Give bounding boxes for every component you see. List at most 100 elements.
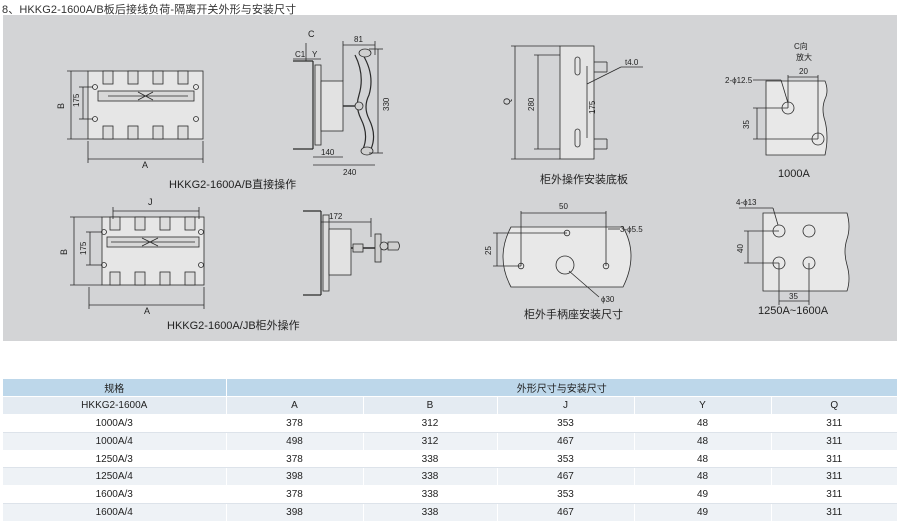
dim-35a-label: 35 [742,120,751,129]
hole-13-label: 4-ϕ13 [736,198,757,207]
model-cell: HKKG2-1600A [3,396,227,416]
enlarge-label: 放大 [796,52,812,62]
side-view-external: 172 [303,210,400,296]
value-cell: 311 [771,503,898,522]
handle-base-view: 50 25 3-ϕ5.5 ϕ30 [484,202,643,304]
value-cell: 311 [771,485,898,505]
value-cell: 398 [226,503,364,522]
value-cell: 48 [634,450,772,469]
spec-cell: 1000A/3 [3,414,227,433]
dim-35b-label: 35 [789,292,798,301]
hole-125-label: 2-ϕ12.5 [725,76,753,85]
value-cell: 312 [363,432,498,451]
table-row: 1600A/4 398 338 467 49 311 [3,503,898,522]
front-view-direct: B 175 A [56,70,204,170]
dim-240-label: 240 [343,168,357,177]
dim-a-label: A [142,160,148,170]
table-column-row: HKKG2-1600A A B J Y Q [3,396,898,416]
value-cell: 338 [363,467,498,487]
table-row: 1600A/3 378 338 353 49 311 [3,485,898,505]
col-a-header: A [226,396,364,416]
col-b-header: B [363,396,498,416]
spec-table: 规格 外形尺寸与安装尺寸 HKKG2-1600A A B J Y Q 1000A… [3,379,898,522]
value-cell: 311 [771,414,898,433]
col-q-header: Q [771,396,898,416]
value-cell: 338 [363,450,498,469]
value-cell: 378 [226,485,364,505]
value-cell: 48 [634,414,772,433]
dim-b-label: B [56,103,66,109]
technical-drawings: B 175 A C C1 [56,29,850,316]
spec-cell: 1000A/4 [3,432,227,451]
dim-175b-label: 175 [588,100,597,114]
dim-c1-label: C1 [295,50,306,59]
dim-175-label: 175 [72,93,81,107]
dims-header: 外形尺寸与安装尺寸 [226,379,898,398]
value-cell: 311 [771,467,898,487]
dim-25-label: 25 [484,246,493,255]
value-cell: 467 [497,432,635,451]
value-cell: 498 [226,432,364,451]
dim-t40-label: t4.0 [625,58,639,67]
caption-external-operation: HKKG2-1600A/JB柜外操作 [167,320,300,332]
col-y-header: Y [634,396,772,416]
front-view-external: J B 175 A [59,197,205,316]
caption-base-plate: 柜外操作安装底板 [540,174,628,186]
dim-a2-label: A [144,306,150,316]
value-cell: 353 [497,414,635,433]
c-direction-1250a: 4-ϕ13 40 35 [736,198,850,305]
dim-j-label: J [148,197,153,207]
dim-20-label: 20 [799,67,808,76]
value-cell: 311 [771,450,898,469]
dim-280-label: 280 [527,97,536,111]
caption-1250a-1600a: 1250A~1600A [758,305,829,317]
caption-handle-base: 柜外手柄座安装尺寸 [524,309,623,321]
value-cell: 398 [226,467,364,487]
table-row: 1250A/3 378 338 353 48 311 [3,450,898,469]
spec-cell: 1250A/3 [3,450,227,469]
page-heading: 8、HKKG2-1600A/B板后接线负荷-隔离开关外形与安装尺寸 [2,4,297,16]
value-cell: 338 [363,485,498,505]
value-cell: 48 [634,432,772,451]
dim-d30-label: ϕ30 [601,295,615,304]
value-cell: 312 [363,414,498,433]
dim-c-label: C [308,29,315,39]
dim-q-label: Q [502,98,512,105]
table-row: 1000A/3 378 312 353 48 311 [3,414,898,433]
dim-140-label: 140 [321,148,335,157]
value-cell: 48 [634,467,772,487]
table-row: 1000A/4 498 312 467 48 311 [3,432,898,451]
dim-81-label: 81 [354,35,363,44]
dim-330-label: 330 [382,97,391,111]
hole-55-label: 3-ϕ5.5 [620,225,643,234]
dim-y-label: Y [312,50,318,59]
dim-50-label: 50 [559,202,568,211]
value-cell: 467 [497,503,635,522]
value-cell: 49 [634,503,772,522]
table-row: 1250A/4 398 338 467 48 311 [3,467,898,487]
spec-cell: 1250A/4 [3,467,227,487]
dim-b2-label: B [59,249,69,255]
value-cell: 378 [226,414,364,433]
value-cell: 378 [226,450,364,469]
dim-175c-label: 175 [79,241,88,255]
col-j-header: J [497,396,635,416]
side-view-direct: C C1 Y 81 330 140 240 [293,29,391,177]
caption-direct-operation: HKKG2-1600A/B直接操作 [169,179,297,191]
value-cell: 338 [363,503,498,522]
value-cell: 467 [497,467,635,487]
dim-172-label: 172 [329,212,343,221]
spec-header: 规格 [3,379,227,398]
value-cell: 353 [497,450,635,469]
table-header-row: 规格 外形尺寸与安装尺寸 [3,379,898,398]
c-direction-1000a: C向 放大 20 2-ϕ12.5 35 [725,41,828,156]
base-plate-view: Q 280 175 t4.0 [502,45,643,160]
value-cell: 311 [771,432,898,451]
drawing-panel: B 175 A C C1 [3,15,897,341]
caption-1000a: 1000A [778,168,810,180]
c-direction-label: C向 [794,41,808,51]
dim-40-label: 40 [736,244,745,253]
value-cell: 49 [634,485,772,505]
spec-cell: 1600A/3 [3,485,227,505]
value-cell: 353 [497,485,635,505]
